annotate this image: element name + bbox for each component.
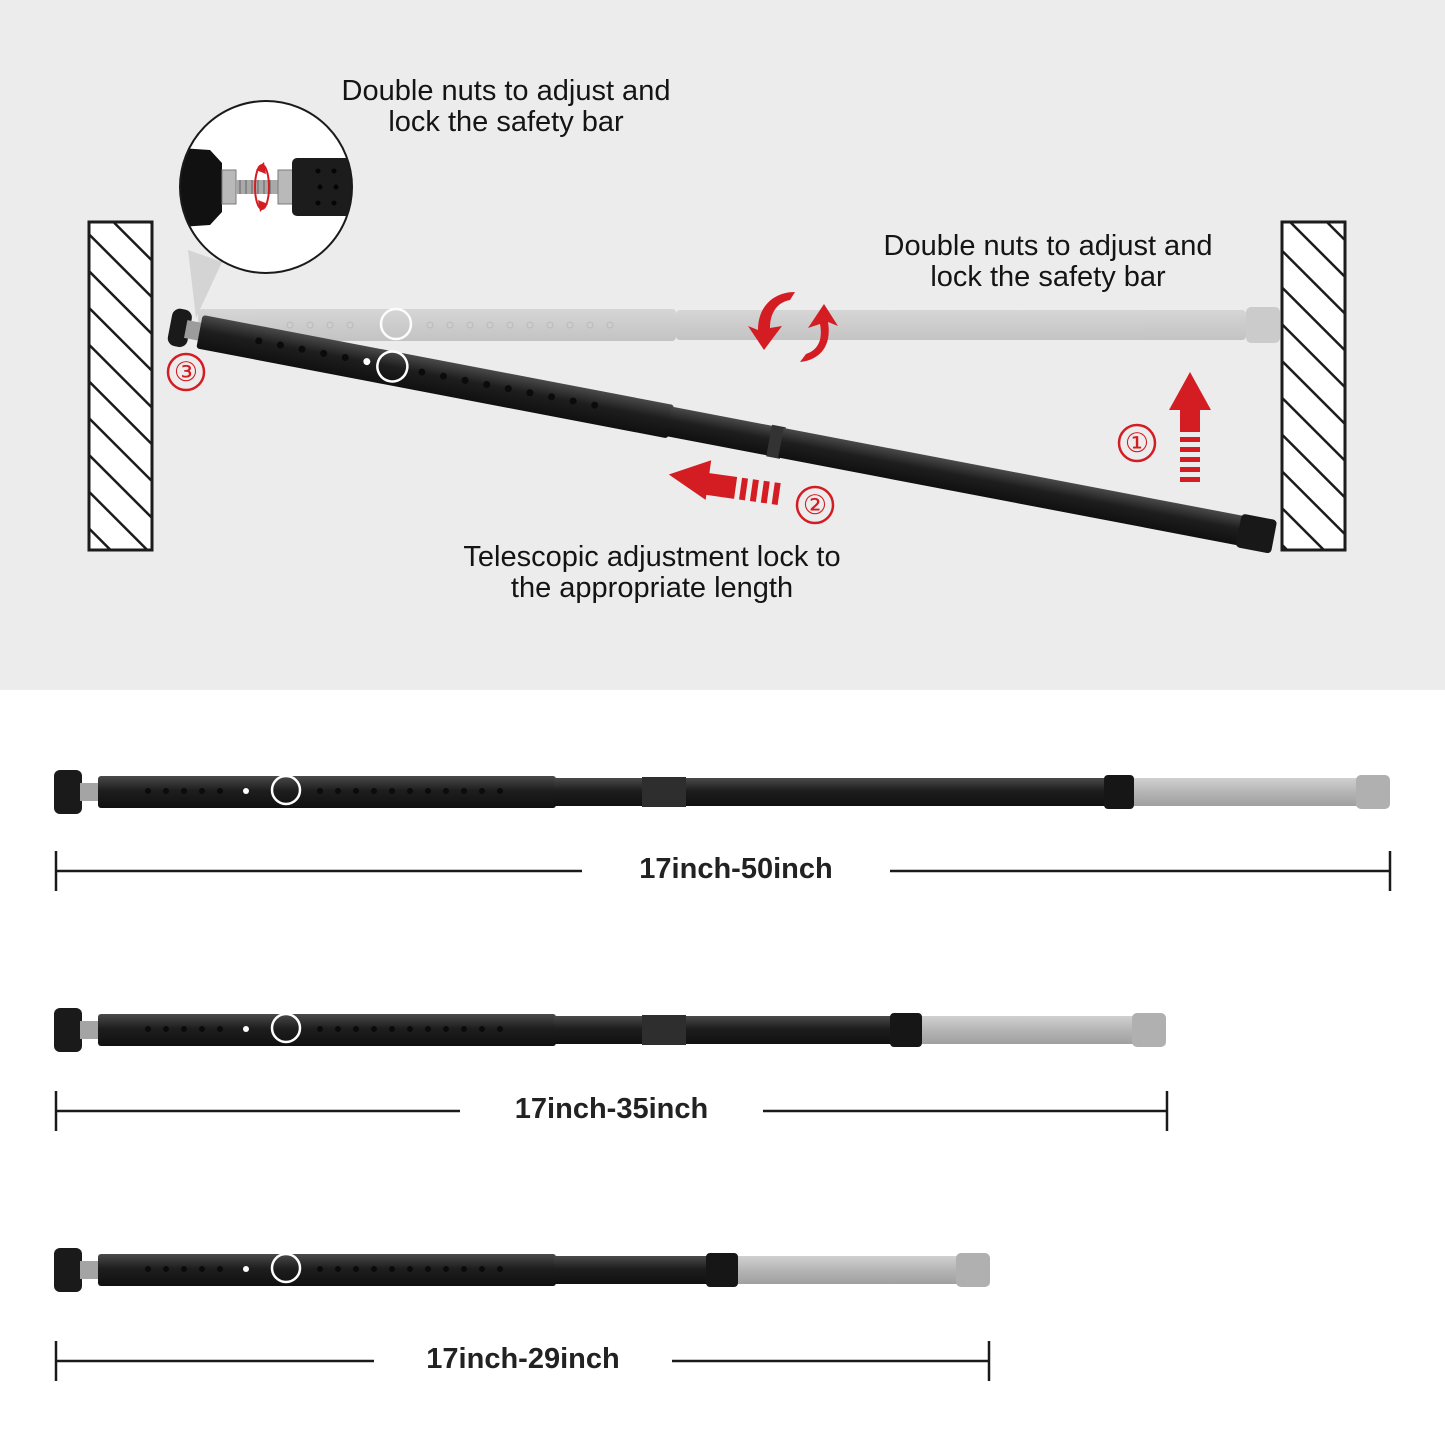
dimension-line-29: [54, 1341, 991, 1381]
zoom-caption-line-1: Double nuts to adjust and: [341, 75, 671, 107]
size-panel: [0, 690, 1445, 1445]
step-3-label: ③: [173, 357, 199, 387]
step-1-circle: [1117, 423, 1157, 463]
bar-29-inch: [54, 1248, 990, 1292]
step-2-label: ②: [802, 490, 828, 520]
right-wall: [1280, 220, 1347, 552]
range-label-29: 17inch-29inch: [426, 1343, 620, 1375]
telescopic-caption-line-2: the appropriate length: [510, 572, 794, 604]
dimension-line-35: [54, 1091, 1169, 1131]
range-label-35: 17inch-35inch: [514, 1093, 709, 1125]
left-wall: [87, 220, 154, 552]
telescopic-caption-line-1: Telescopic adjustment lock to: [463, 541, 841, 573]
zoom-caption: Double nuts to adjust and lock the safet…: [300, 76, 712, 138]
magnifier-circle-icon: [179, 100, 353, 274]
telescopic-caption: Telescopic adjustment lock to the approp…: [420, 542, 884, 604]
bar-50-inch: [54, 770, 1390, 814]
bar-35-inch: [54, 1008, 1166, 1052]
step-1-label: ①: [1124, 428, 1150, 458]
rotate-arrows-icon: [748, 292, 838, 362]
zoom-caption-line-2: lock the safety bar: [388, 106, 624, 138]
nuts-caption-line-2: lock the safety bar: [930, 261, 1166, 293]
nuts-caption-line-1: Double nuts to adjust and: [883, 230, 1213, 262]
range-label-50: 17inch-50inch: [639, 853, 833, 885]
step-2-circle: [795, 485, 835, 525]
nuts-caption: Double nuts to adjust and lock the safet…: [842, 231, 1254, 293]
zoom-pointer: [188, 250, 222, 318]
dimension-line-50: [54, 851, 1392, 891]
arrow-up-icon: [1169, 372, 1211, 482]
faded-safety-bar: [198, 307, 1280, 343]
step-3-circle: [166, 352, 206, 392]
tilted-safety-bar: [167, 308, 1277, 554]
arrow-left-icon: [668, 460, 781, 505]
